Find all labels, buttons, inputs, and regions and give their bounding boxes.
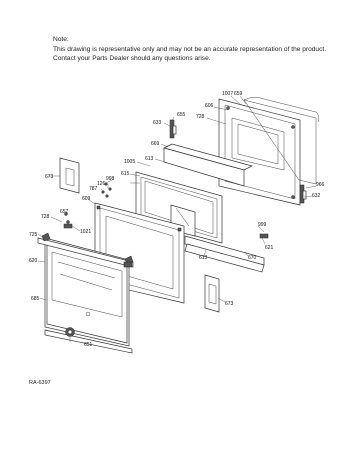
- callout-673-left: 673: [45, 174, 54, 180]
- callout-685: 685: [31, 296, 40, 302]
- outer-door-panel: [44, 237, 130, 347]
- foot-knob: [65, 327, 75, 337]
- note-line-1: This drawing is representative only and …: [53, 45, 327, 53]
- inner-door-liner: [218, 98, 301, 206]
- callout-787: 787: [89, 186, 98, 192]
- bottom-vent-trim: [44, 329, 133, 354]
- callout-659: 659: [234, 91, 243, 97]
- callout-621: 621: [265, 245, 274, 251]
- side-bracket-left: [59, 157, 80, 194]
- callout-1021: 1021: [80, 229, 91, 235]
- callout-620: 620: [29, 258, 38, 264]
- callout-966: 966: [316, 182, 325, 188]
- side-rail-right: [184, 235, 265, 273]
- callout-728-top: 728: [196, 114, 205, 120]
- callout-606: 606: [205, 103, 214, 109]
- callout-126: 126: [97, 181, 106, 187]
- callout-632: 632: [312, 193, 321, 199]
- callout-615: 615: [121, 171, 130, 177]
- hinge-right: [299, 184, 307, 204]
- door-handle: [37, 232, 134, 268]
- callout-633: 633: [153, 120, 162, 126]
- leader-lines: [37, 95, 317, 342]
- callout-999: 999: [258, 222, 267, 228]
- callout-655: 655: [177, 112, 186, 118]
- callout-728-left: 728: [41, 214, 50, 220]
- callout-673-right: 673: [225, 301, 234, 307]
- callout-613-bottom: 613: [199, 255, 208, 261]
- reference-code: RA-6397: [29, 380, 51, 386]
- disclaimer-note: Note: This drawing is representative onl…: [53, 35, 343, 64]
- side-bracket-right: [204, 274, 220, 313]
- callout-1007: 1007: [222, 91, 233, 97]
- callout-1005: 1005: [124, 159, 135, 165]
- door-gasket: [243, 97, 319, 185]
- callout-998: 998: [106, 176, 115, 182]
- callout-725: 725: [29, 232, 38, 238]
- callout-669: 669: [151, 141, 160, 147]
- screws: [63, 182, 269, 239]
- callout-651: 651: [84, 342, 93, 348]
- note-heading: Note:: [53, 36, 69, 43]
- callout-670: 670: [248, 255, 257, 261]
- callout-609: 609: [82, 196, 91, 202]
- callout-613-top: 613: [145, 156, 154, 162]
- top-trim: [163, 143, 253, 187]
- hinge-left: [169, 119, 177, 139]
- callout-657: 657: [60, 209, 69, 215]
- note-line-2: Contact your Parts Dealer should any que…: [53, 55, 211, 63]
